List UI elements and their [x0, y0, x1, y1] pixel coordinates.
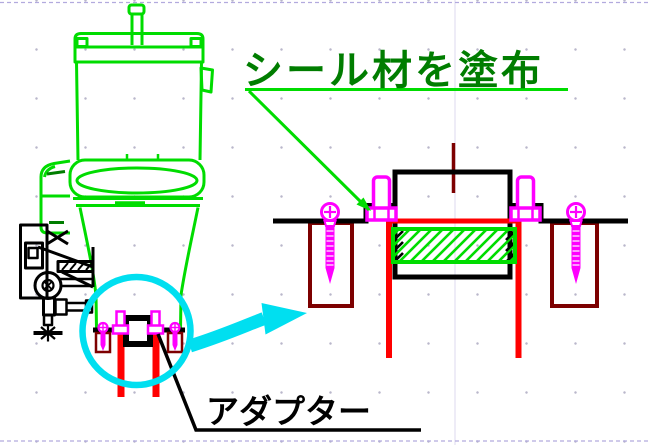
- zoom-arrow-head: [261, 303, 307, 335]
- seat-lid-inner: [75, 166, 199, 195]
- zoom-arrow-shaft: [188, 312, 267, 353]
- outlet-fitting: [54, 298, 68, 316]
- adapter-body-mini: [123, 315, 153, 347]
- double-pipe: [60, 277, 93, 288]
- plumbing-frame: [19, 223, 49, 300]
- highlight-circle: [79, 273, 194, 389]
- seat-lid-outline: [68, 158, 206, 199]
- washlet-unit: [39, 159, 71, 235]
- anchor-screw-left: [320, 202, 340, 286]
- seal-note-arrowhead: [356, 197, 371, 211]
- drain-pipe-section: [386, 218, 522, 358]
- seal-hatch-wall-cuts: [393, 230, 516, 263]
- anchor-screw-right: [566, 202, 586, 286]
- valve-cross: [43, 280, 53, 291]
- tank-lid: [73, 32, 205, 49]
- fixing-bolt-right: [509, 175, 542, 222]
- pipe-hatch-ticks: [61, 262, 93, 271]
- fixing-bolt-left: [365, 175, 398, 222]
- tank-body: [75, 61, 203, 161]
- flush-lever: [199, 66, 214, 94]
- bowl-side-right: [179, 207, 200, 330]
- tank-spout: [130, 14, 144, 45]
- valve-box: [24, 241, 44, 270]
- adapter-body-section: [392, 169, 513, 280]
- fixing-bolts-mini: [111, 310, 165, 335]
- supply-plumbing: [19, 223, 95, 342]
- base-adapter-mini: [93, 310, 185, 397]
- seal-note-leader: [247, 89, 371, 212]
- tank-lid-notch-left: [75, 37, 89, 48]
- seal-hatch: [391, 227, 517, 264]
- handle-hub: [45, 330, 51, 336]
- hatched-pipe: [56, 260, 95, 273]
- detail-view: [273, 143, 628, 358]
- valve-circle-inner: [41, 278, 55, 293]
- pipe-brace: [46, 229, 69, 246]
- tank-lid-notch-right: [189, 37, 203, 48]
- adapter-label-leader: [156, 333, 421, 432]
- toilet-elevation: [39, 3, 214, 330]
- washlet-label-marks: [46, 170, 66, 224]
- spout-cap: [127, 3, 146, 16]
- anchor-screws-mini: [97, 321, 181, 351]
- valve-box-inner: [27, 246, 39, 260]
- adapter-label: アダプター: [206, 393, 371, 430]
- seal-note-label: シール材を塗布: [243, 48, 544, 93]
- tank-band: [73, 47, 205, 64]
- stop-valve-body: [42, 296, 56, 317]
- seal-hatch-border: [391, 227, 517, 264]
